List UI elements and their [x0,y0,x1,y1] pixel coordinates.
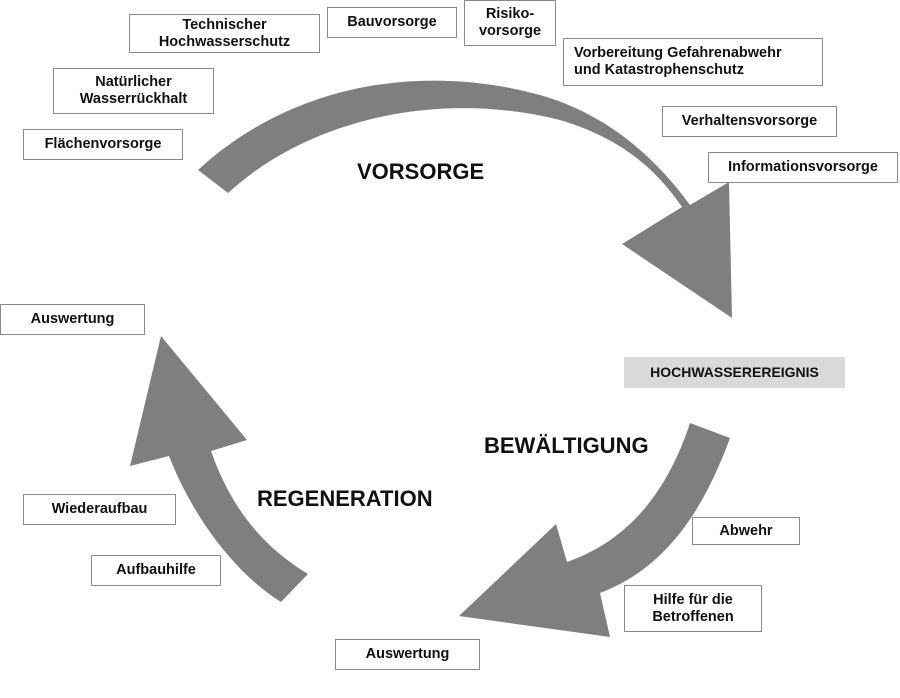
box-risikovorsorge: Risiko- vorsorge [464,0,556,46]
box-wiederaufbau: Wiederaufbau [23,494,176,525]
box-abwehr: Abwehr [692,517,800,545]
box-flaechenvorsorge: Flächenvorsorge [23,129,183,160]
box-auswertung-bewaeltigung: Auswertung [335,639,480,670]
event-hochwasserereignis: HOCHWASSEREREIGNIS [624,357,845,388]
box-natuerlicher-wasserrueckhalt: Natürlicher Wasserrückhalt [53,68,214,114]
phase-label-vorsorge: VORSORGE [357,159,485,184]
box-verhaltensvorsorge: Verhaltensvorsorge [662,106,837,137]
phase-label-regeneration: REGENERATION [257,486,433,511]
box-auswertung-regeneration: Auswertung [0,304,145,335]
box-informationsvorsorge: Informationsvorsorge [708,152,898,183]
box-technischer-hochwasserschutz: Technischer Hochwasserschutz [129,14,320,53]
phase-label-bewaeltigung: BEWÄLTIGUNG [484,433,649,458]
regeneration-arrow [130,336,308,602]
vorsorge-arrow [198,80,732,319]
box-hilfe-fuer-die-betroffenen: Hilfe für die Betroffenen [624,585,762,632]
bewaeltigung-arrow [459,423,730,637]
box-bauvorsorge: Bauvorsorge [327,7,457,38]
box-vorbereitung-gefahrenabwehr: Vorbereitung Gefahrenabwehr und Katastro… [563,38,823,86]
box-aufbauhilfe: Aufbauhilfe [91,555,221,586]
